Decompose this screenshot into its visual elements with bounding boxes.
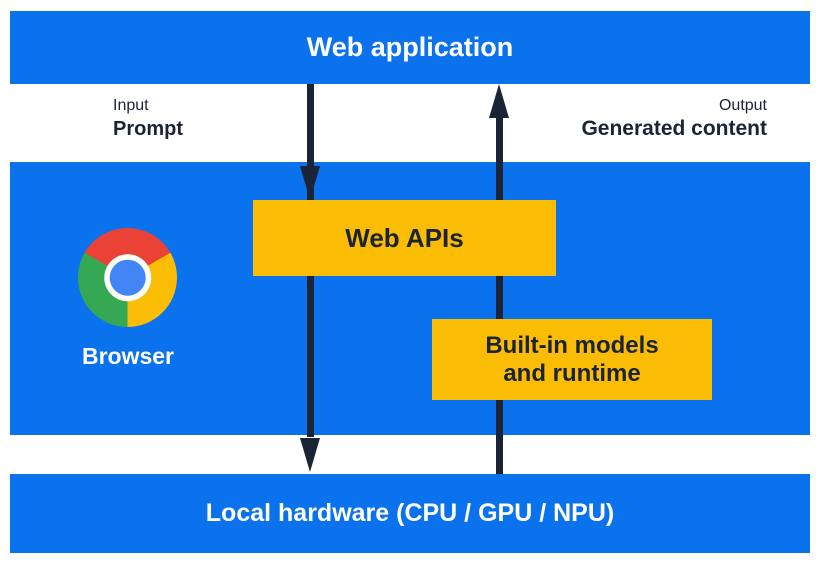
chrome-logo-core: [109, 259, 146, 296]
prompt-label: Prompt: [113, 118, 183, 140]
arrow-up-head-icon: [489, 84, 509, 118]
web-apis-box: Web APIs: [253, 200, 556, 276]
generated-content-label: Generated content: [581, 117, 767, 140]
chrome-logo-icon: [78, 228, 177, 327]
output-label: Output: [718, 97, 767, 114]
output-flow-label: Output Generated content: [581, 96, 767, 142]
builtin-models-box: Built-in models and runtime: [432, 319, 712, 400]
input-label: Input: [113, 97, 149, 114]
arrow-down-head-icon: [300, 166, 320, 200]
web-apis-label: Web APIs: [345, 222, 464, 253]
input-flow-label: Input Prompt: [113, 96, 183, 142]
local-hardware-label: Local hardware (CPU / GPU / NPU): [205, 499, 615, 527]
arrow-up-icon: [496, 118, 503, 474]
builtin-models-label-line2: and runtime: [503, 359, 641, 387]
browser-label: Browser: [81, 343, 175, 369]
local-hardware-band: Local hardware (CPU / GPU / NPU): [10, 474, 810, 553]
web-application-band: Web application: [10, 11, 810, 84]
builtin-models-label-line1: Built-in models: [485, 331, 659, 359]
web-application-label: Web application: [306, 32, 514, 62]
arrow-down-head-icon: [300, 438, 320, 472]
